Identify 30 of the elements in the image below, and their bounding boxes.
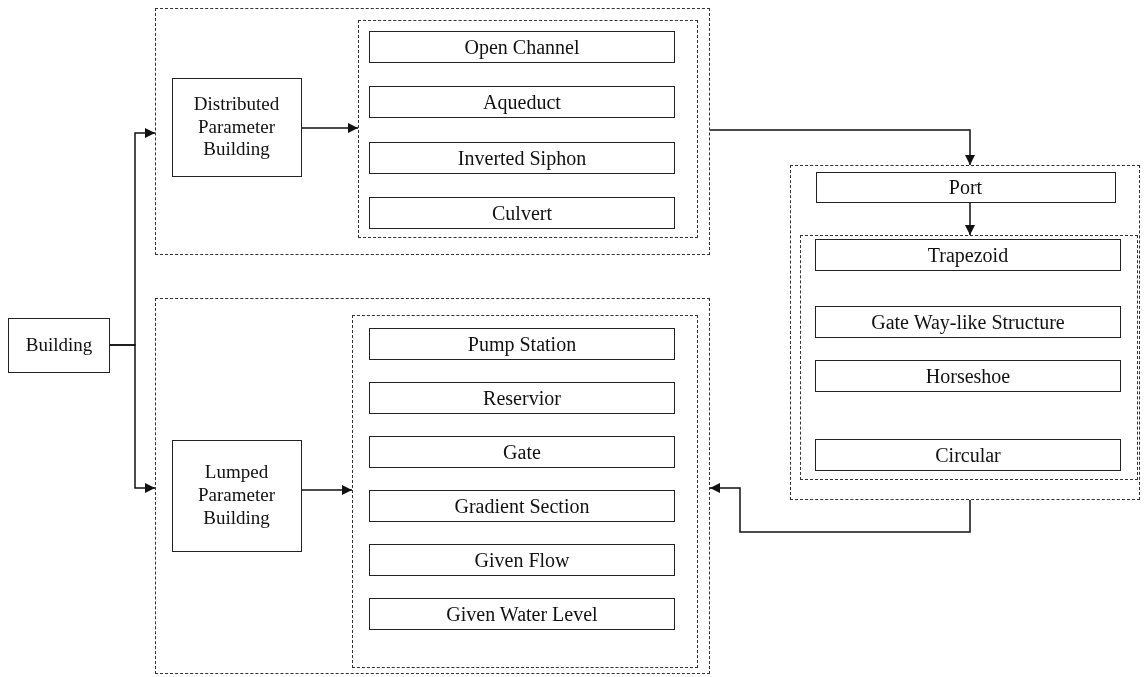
dashed-group-box [357,19,698,238]
dashed-group-box [790,165,1140,500]
process-box: Given Water Level [369,598,675,630]
process-box: Pump Station [369,328,675,360]
process-box: Culvert [369,197,675,229]
process-box: Lumped Parameter Building [171,439,302,552]
process-box: Circular [815,439,1121,471]
process-box: Gate [369,436,675,468]
process-box: Aqueduct [369,86,675,118]
process-box: Horseshoe [815,360,1121,392]
dashed-group-box [155,298,710,674]
process-box: Inverted Siphon [369,142,675,174]
arrow [709,129,975,166]
process-box: Gradient Section [369,490,675,522]
dashed-group-box [799,234,1138,480]
process-box: Building [8,318,110,373]
process-box: Reservior [369,382,675,414]
arrow [709,483,971,533]
dashed-group-box [351,314,698,668]
process-box: Gate Way-like Structure [815,306,1121,338]
arrow [301,485,353,495]
arrow [109,344,156,493]
dashed-group-box [155,8,710,255]
process-box: Trapezoid [815,239,1121,271]
process-box: Distributed Parameter Building [171,77,302,177]
process-box: Port [815,171,1116,203]
arrow [965,202,975,236]
arrow [301,123,359,133]
process-box: Open Channel [369,31,675,63]
process-box: Given Flow [369,544,675,576]
